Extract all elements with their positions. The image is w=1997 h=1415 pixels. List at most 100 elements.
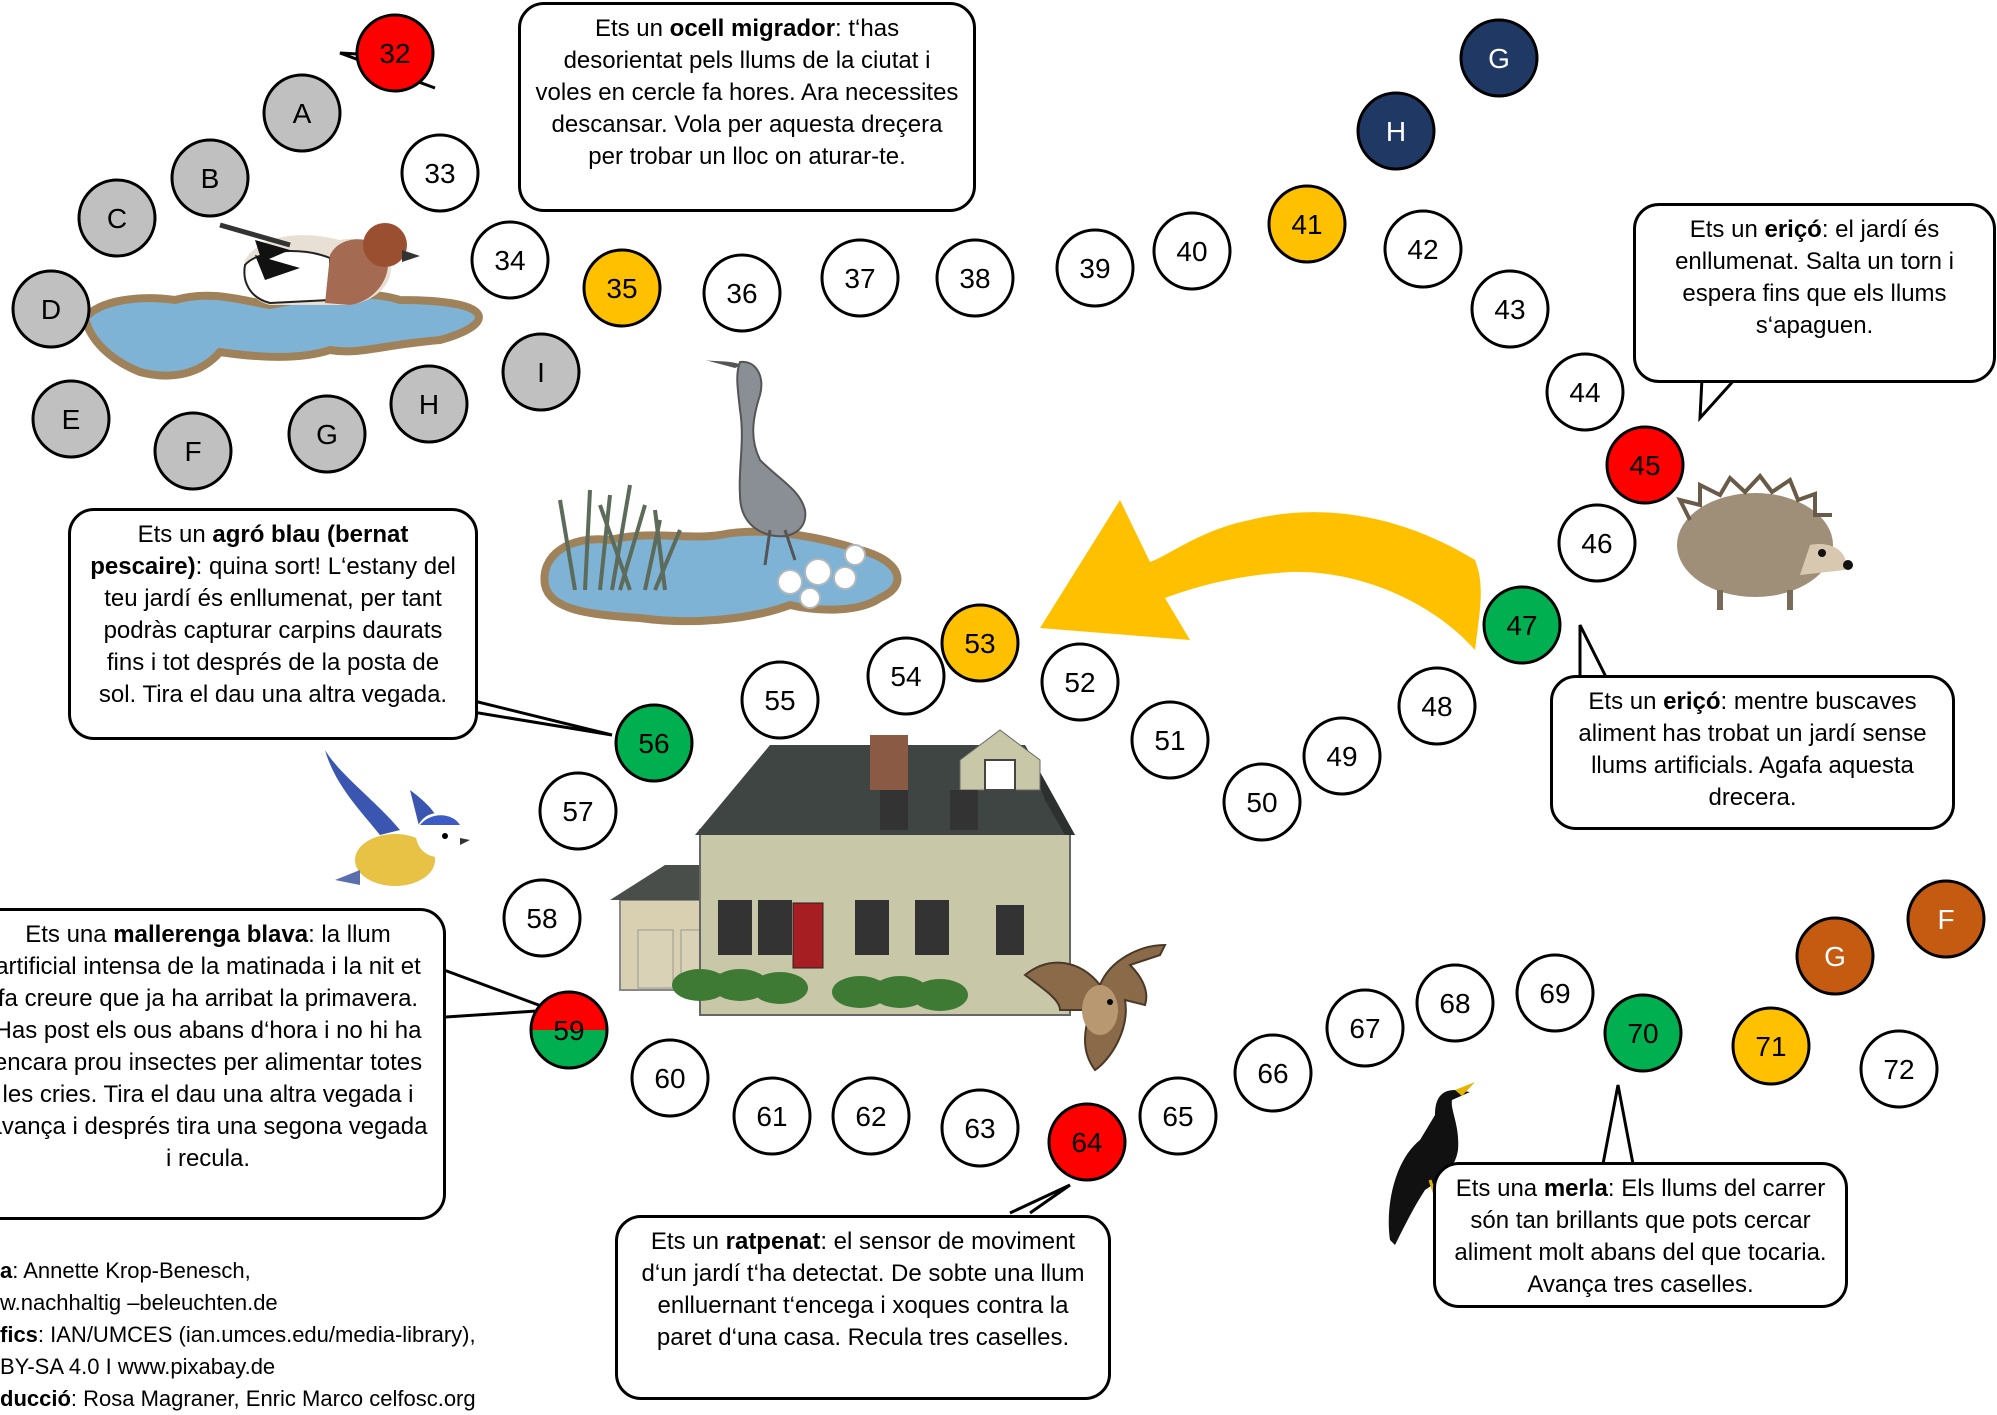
cell-37-label: 37 [844,263,875,294]
cell-67 [1325,988,1405,1068]
cell-59-red-half [531,992,607,1030]
cell-43-label: 43 [1494,294,1525,325]
house-illustration [610,729,1075,1016]
cell-32-label: 32 [379,38,410,69]
start-cell-F [153,411,233,491]
cell-72-label: 72 [1883,1054,1914,1085]
cell-41-label: 41 [1291,209,1322,240]
cell-45 [1605,425,1685,505]
blue-cell-H-label: H [1386,116,1406,147]
start-cell-C [77,178,157,258]
cell-61-label: 61 [756,1101,787,1132]
cell-38 [935,238,1015,318]
start-cell-E-label: E [62,404,81,435]
cell-34 [470,220,550,300]
cell-51-label: 51 [1154,725,1185,756]
bubble-bat: Ets un ratpenat: el sensor de moviment d… [615,1215,1111,1400]
cell-60 [630,1038,710,1118]
cell-68-label: 68 [1439,988,1470,1019]
cell-52 [1040,642,1120,722]
cell-50-label: 50 [1246,787,1277,818]
bubble-migratory-bird: Ets un ocell migrador: t‘has desorientat… [518,2,976,212]
cell-53-label: 53 [964,628,995,659]
blue-tit-illustration [325,750,470,886]
cell-55 [740,660,820,740]
cell-44-label: 44 [1569,377,1600,408]
credits: a: Annette Krop-Benesch, w.nachhaltig –b… [0,1258,476,1411]
cell-46 [1557,503,1637,583]
cell-63-label: 63 [964,1113,995,1144]
cell-52-label: 52 [1064,667,1095,698]
cell-37 [820,238,900,318]
cell-55-label: 55 [764,685,795,716]
cell-40-label: 40 [1176,236,1207,267]
cell-65-label: 65 [1162,1101,1193,1132]
bat-illustration [1023,943,1167,1072]
cell-62 [831,1076,911,1156]
cell-64 [1047,1102,1127,1182]
heron-shape [705,360,807,566]
cell-66-label: 66 [1257,1058,1288,1089]
bubble-blackbird: Ets una merla: Els llums del carrer són … [1433,1162,1848,1308]
brown-cell-G-label: G [1824,941,1846,972]
cell-32 [355,13,435,93]
cell-34-label: 34 [494,245,525,276]
bubble-hedgehog-shortcut: Ets un eriçó: mentre buscaves aliment ha… [1550,675,1955,830]
cell-70-label: 70 [1627,1018,1658,1049]
cell-62-label: 62 [855,1101,886,1132]
cell-58 [502,878,582,958]
cell-59-label: 59 [553,1015,584,1046]
start-cell-H [389,364,469,444]
start-cell-D [11,269,91,349]
start-cell-B [170,138,250,218]
cell-59-green-half [531,1030,607,1068]
start-cell-I [501,332,581,412]
cell-35-label: 35 [606,273,637,304]
cell-57-label: 57 [562,796,593,827]
cell-69 [1515,953,1595,1033]
cell-43 [1470,269,1550,349]
cell-40 [1152,211,1232,291]
cell-36 [702,253,782,333]
start-cell-G [287,394,367,474]
cell-56-label: 56 [638,728,669,759]
start-cell-A [262,73,342,153]
cell-36-label: 36 [726,278,757,309]
bubble-heron: Ets un agró blau (bernat pescaire): quin… [68,508,478,740]
cell-64-label: 64 [1071,1127,1102,1158]
cell-68 [1415,963,1495,1043]
cell-42 [1383,209,1463,289]
start-cell-A-label: A [293,98,312,129]
cell-65 [1138,1076,1218,1156]
start-cell-I-label: I [537,357,545,388]
cell-49-label: 49 [1326,741,1357,772]
brown-cell-F [1906,879,1986,959]
duck-pond-illustration [80,222,483,380]
cell-70 [1603,993,1683,1073]
start-cell-G-label: G [316,419,338,450]
cell-48 [1397,666,1477,746]
cell-47-label: 47 [1506,610,1537,641]
cell-49 [1302,716,1382,796]
cell-61 [732,1076,812,1156]
cell-71-label: 71 [1755,1031,1786,1062]
start-cell-D-label: D [41,294,61,325]
cell-33-label: 33 [424,158,455,189]
cell-50 [1222,762,1302,842]
cell-48-label: 48 [1421,691,1452,722]
cell-57 [538,771,618,851]
cell-42-label: 42 [1407,234,1438,265]
cell-41 [1267,184,1347,264]
brown-cell-G [1795,916,1875,996]
cell-58-label: 58 [526,903,557,934]
start-cell-F-label: F [184,436,201,467]
blue-cell-G-label: G [1488,43,1510,74]
cell-45-label: 45 [1629,450,1660,481]
cell-51 [1130,700,1210,780]
cell-59 [529,990,609,1070]
cell-46-label: 46 [1581,528,1612,559]
cell-56 [614,703,694,783]
